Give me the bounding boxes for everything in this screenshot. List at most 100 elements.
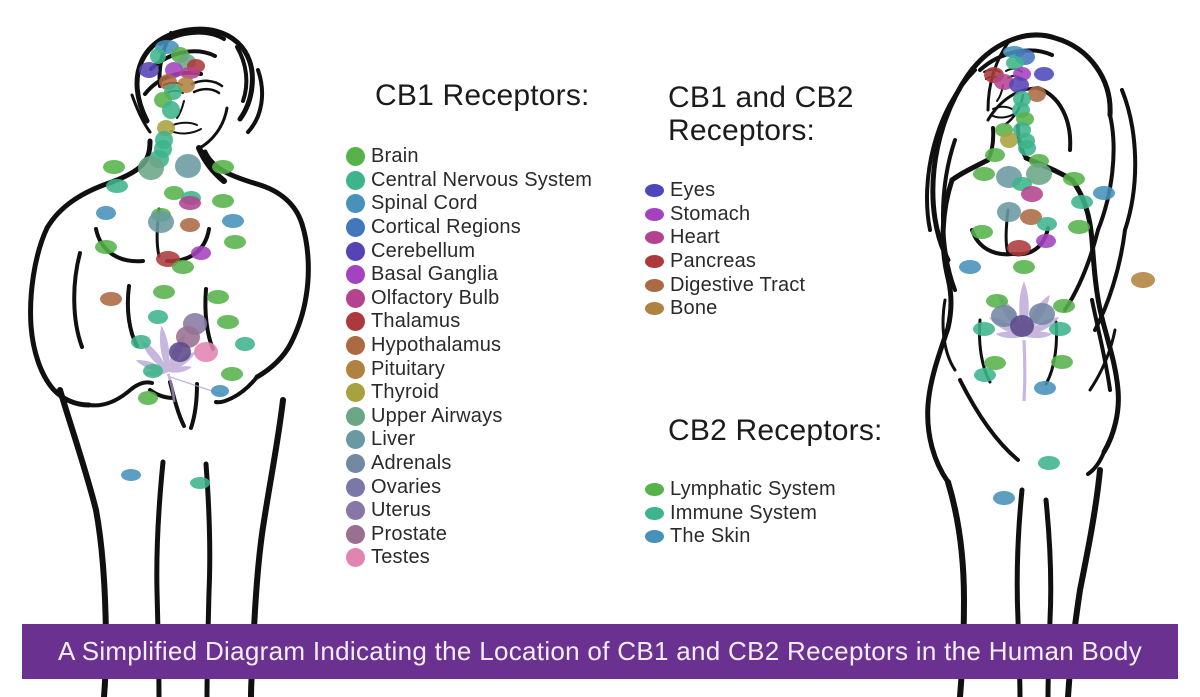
receptor-dot-olive <box>1000 132 1018 148</box>
receptor-dot-greyblue <box>1029 303 1055 325</box>
receptor-dot-green <box>1053 299 1075 313</box>
legend-marker-icon <box>645 278 664 292</box>
bottom-banner: A Simplified Diagram Indicating the Loca… <box>22 624 1178 679</box>
receptor-dot-greyblue <box>991 305 1017 327</box>
receptor-dot-teal <box>1018 140 1036 156</box>
receptor-dot-purple <box>1036 234 1056 248</box>
legend-item-pancreas: Pancreas <box>645 250 854 274</box>
legend-marker-icon <box>645 231 664 245</box>
legend-cb2-title: CB2 Receptors: <box>668 414 883 447</box>
receptor-dot-green <box>103 160 125 174</box>
legend-item-prostate: Prostate <box>346 523 592 547</box>
legend-label: Upper Airways <box>371 404 503 427</box>
receptor-dot-green <box>207 290 229 304</box>
legend-marker-icon <box>645 530 664 544</box>
receptor-dot-skyblue <box>1093 186 1115 200</box>
receptor-dot-tealgrey <box>175 154 201 178</box>
legend-item-the-skin: The Skin <box>645 525 883 549</box>
banner-caption: A Simplified Diagram Indicating the Loca… <box>57 636 1142 666</box>
legend-label: Ovaries <box>371 475 442 498</box>
receptor-dot-green <box>138 391 158 405</box>
legend-marker-icon <box>346 524 365 544</box>
legend-item-thyroid: Thyroid <box>346 381 592 405</box>
legend-label: Basal Ganglia <box>371 263 499 286</box>
legend-marker-icon <box>645 207 664 221</box>
receptor-dot-skyblue <box>222 214 244 228</box>
legend-label: Spinal Cord <box>371 192 478 215</box>
legend-marker-icon <box>645 483 664 497</box>
legend-item-cerebellum: Cerebellum <box>346 239 592 263</box>
receptor-dot-teal <box>1049 322 1071 336</box>
legend-item-hypothalamus: Hypothalamus <box>346 334 592 358</box>
legend-item-stomach: Stomach <box>645 203 854 227</box>
legend-label: Olfactory Bulb <box>371 286 500 309</box>
receptor-dot-teal <box>973 322 995 336</box>
receptor-dot-skyblue <box>993 491 1015 505</box>
legend-label: Heart <box>670 226 720 249</box>
legend-label: Uterus <box>371 499 432 522</box>
legend-label: Immune System <box>670 501 818 524</box>
receptor-dot-skyblue <box>959 260 981 274</box>
legend-label: Digestive Tract <box>670 273 806 296</box>
receptor-dot-teal <box>1006 56 1024 70</box>
receptor-dot-green <box>212 194 234 208</box>
legend-label: Pituitary <box>371 357 446 380</box>
receptor-dot-magenta <box>179 196 201 210</box>
receptor-dot-violet <box>139 62 159 78</box>
legend-marker-icon <box>346 406 365 426</box>
receptor-dot-brown <box>180 218 200 232</box>
legend-marker-icon <box>346 477 365 497</box>
receptor-dot-teal <box>974 368 996 382</box>
receptor-dot-green <box>973 167 995 181</box>
receptor-dot-pink <box>194 342 218 362</box>
legend-item-uterus: Uterus <box>346 499 592 523</box>
legend-item-brain: Brain <box>346 145 592 169</box>
receptor-dot-brown <box>1028 86 1046 102</box>
receptor-dot-brown <box>1020 209 1042 225</box>
legend-cb1-title: CB1 Receptors: <box>375 79 590 112</box>
receptor-dot-magenta <box>1021 186 1043 202</box>
receptor-dot-green <box>95 240 117 254</box>
legend-marker-icon <box>346 147 365 167</box>
legend-label: Cortical Regions <box>371 216 521 239</box>
legend-marker-icon <box>645 302 664 316</box>
receptor-dot-green <box>217 315 239 329</box>
receptor-dot-skyblue <box>121 469 141 481</box>
receptor-dot-tan <box>1131 272 1155 288</box>
legend-cb1-and-cb2-title-line1: CB1 and CB2 <box>668 81 854 114</box>
receptor-dot-purple <box>191 246 211 260</box>
receptor-dot-teal <box>148 310 168 324</box>
legend-label: Eyes <box>670 179 716 202</box>
receptor-dot-teal <box>143 364 163 378</box>
legend-item-immune-system: Immune System <box>645 502 883 526</box>
legend-item-olfactory-bulb: Olfactory Bulb <box>346 287 592 311</box>
legend-item-thalamus: Thalamus <box>346 310 592 334</box>
legend-cb1-and-cb2-title: CB1 and CB2 Receptors: <box>668 81 854 147</box>
legend-marker-icon <box>346 265 365 285</box>
receptor-dot-green <box>1013 260 1035 274</box>
receptor-dot-skyblue <box>96 206 116 220</box>
legend-item-central-nervous-system: Central Nervous System <box>346 169 592 193</box>
legend-marker-icon <box>346 241 365 261</box>
receptor-dot-green <box>985 148 1005 162</box>
legend-label: Thyroid <box>371 381 440 404</box>
receptor-dot-green <box>1051 355 1073 369</box>
legend-item-digestive-tract: Digestive Tract <box>645 273 854 297</box>
legend-label: Bone <box>670 297 718 320</box>
legend-marker-icon <box>346 501 365 521</box>
receptor-dot-violet <box>1009 77 1029 93</box>
legend-label: Prostate <box>371 522 448 545</box>
legend-item-eyes: Eyes <box>645 179 854 203</box>
female-figure-illustration <box>925 32 1155 697</box>
legend-marker-icon <box>346 430 365 450</box>
legend-marker-icon <box>645 506 664 520</box>
legend-label: Adrenals <box>371 452 452 475</box>
male-figure-illustration <box>28 26 311 697</box>
receptor-dot-skyblue <box>1034 381 1056 395</box>
legend-item-liver: Liver <box>346 428 592 452</box>
